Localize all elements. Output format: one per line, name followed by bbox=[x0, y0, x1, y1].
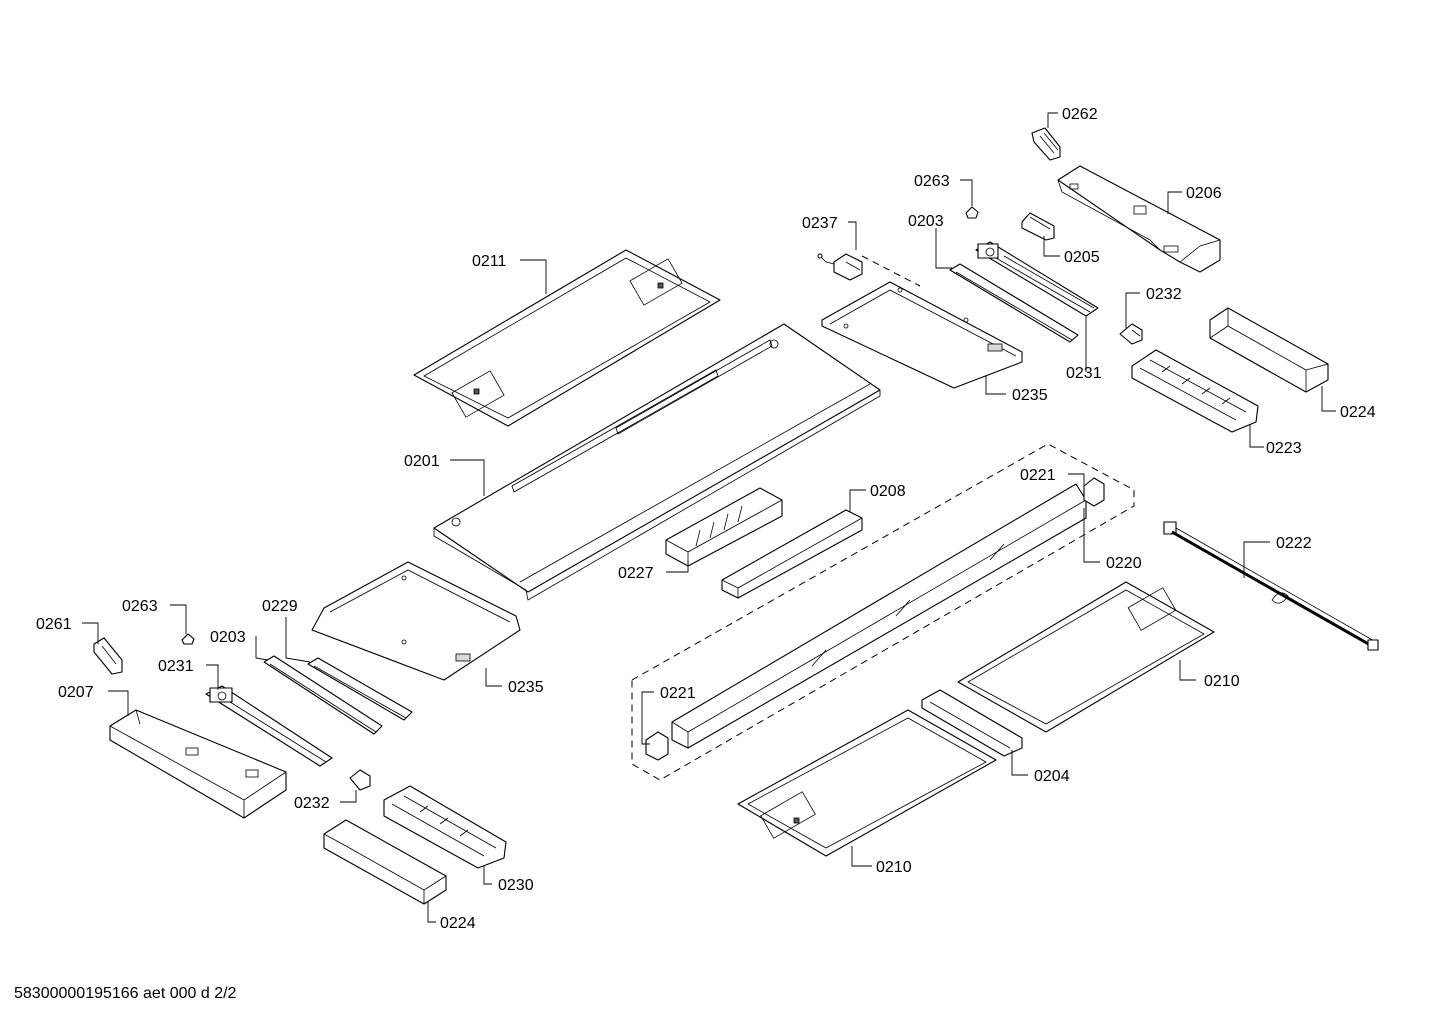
callout-0261: 0261 bbox=[36, 616, 72, 633]
part-0222-cable bbox=[1163, 521, 1379, 651]
callout-0220: 0220 bbox=[1106, 555, 1142, 572]
callout-0262: 0262 bbox=[1062, 106, 1098, 123]
part-0210-shelf-right bbox=[957, 581, 1215, 733]
part-0203-rail-left bbox=[263, 655, 383, 735]
part-0230-connector-block bbox=[383, 785, 507, 869]
part-0224-channel-bottom bbox=[323, 819, 447, 905]
callout-0224-top: 0224 bbox=[1340, 404, 1376, 421]
part-0204-strip bbox=[921, 689, 1023, 757]
part-0237-switch bbox=[817, 253, 921, 287]
part-0261-clip bbox=[93, 637, 123, 675]
callout-0221-top: 0221 bbox=[1020, 467, 1056, 484]
part-0231-slider-top bbox=[975, 241, 1099, 317]
part-0221-end-cap-right bbox=[1083, 477, 1105, 507]
callout-0229: 0229 bbox=[262, 598, 298, 615]
callout-0208: 0208 bbox=[870, 483, 906, 500]
callout-0210-right: 0210 bbox=[1204, 673, 1240, 690]
callout-0206: 0206 bbox=[1186, 185, 1222, 202]
part-0263-cap-left bbox=[181, 633, 195, 645]
part-0227-tray bbox=[665, 487, 783, 567]
callout-0231-top: 0231 bbox=[1066, 365, 1102, 382]
callout-0211: 0211 bbox=[472, 253, 507, 270]
callout-0230: 0230 bbox=[498, 877, 534, 894]
callout-0223: 0223 bbox=[1266, 440, 1302, 457]
callout-0203-top: 0203 bbox=[908, 213, 944, 230]
callout-0221-left: 0221 bbox=[660, 685, 696, 702]
part-0231-slider-left bbox=[205, 685, 333, 767]
callout-0201: 0201 bbox=[404, 453, 440, 470]
callout-0263-top: 0263 bbox=[914, 173, 950, 190]
part-0223-connector-block bbox=[1131, 349, 1259, 433]
part-0211-panel bbox=[413, 249, 721, 427]
callout-0235-left: 0235 bbox=[508, 679, 544, 696]
callout-0203-left: 0203 bbox=[210, 629, 246, 646]
part-0201-base-panel bbox=[433, 323, 881, 601]
callout-0210-bottom: 0210 bbox=[876, 859, 912, 876]
part-0221-end-cap-left bbox=[645, 731, 669, 761]
callout-0207: 0207 bbox=[58, 684, 94, 701]
part-0220-light-assembly bbox=[631, 443, 1135, 781]
callout-0235-top: 0235 bbox=[1012, 387, 1048, 404]
drawing-reference-footer: 58300000195166 aet 000 d 2/2 bbox=[14, 985, 237, 1002]
part-0229-rail bbox=[307, 657, 413, 721]
callout-0237: 0237 bbox=[802, 215, 838, 232]
callout-0222: 0222 bbox=[1276, 535, 1312, 552]
callout-0224-bottom: 0224 bbox=[440, 915, 476, 932]
callout-0204: 0204 bbox=[1034, 768, 1070, 785]
part-0232-clip-left bbox=[349, 769, 371, 791]
callout-labels: 0262 0263 0206 0237 0203 0205 0211 0232 … bbox=[36, 106, 1376, 932]
callout-0232-left: 0232 bbox=[294, 795, 330, 812]
part-0235-plate-top bbox=[821, 281, 1023, 389]
part-0224-channel-top bbox=[1209, 307, 1329, 393]
part-0232-clip-top bbox=[1119, 323, 1143, 345]
part-0206-cover bbox=[1057, 165, 1221, 273]
part-0235-plate-left bbox=[311, 561, 521, 681]
callout-0205: 0205 bbox=[1064, 249, 1100, 266]
leader-lines bbox=[82, 112, 1336, 923]
part-0207-cover bbox=[109, 709, 287, 819]
part-0205-bracket bbox=[1021, 212, 1055, 241]
part-0208-light-bar bbox=[721, 509, 863, 599]
callout-0232-top: 0232 bbox=[1146, 286, 1182, 303]
part-0210-shelf-bottom bbox=[737, 709, 997, 857]
callout-0227: 0227 bbox=[618, 565, 654, 582]
part-0262-clip bbox=[1031, 127, 1061, 161]
callout-0263-left: 0263 bbox=[122, 598, 158, 615]
part-0263-cap-top bbox=[965, 206, 979, 219]
part-0203-rail-top bbox=[949, 263, 1079, 343]
callout-0231-left: 0231 bbox=[158, 658, 194, 675]
